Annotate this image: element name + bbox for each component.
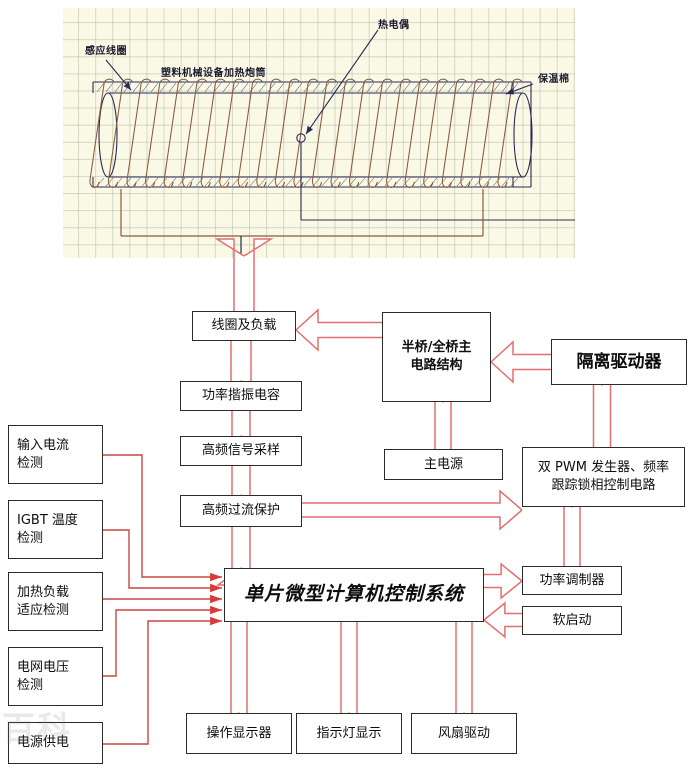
block-label: 输入电流 检测 xyxy=(17,437,70,471)
line-igbt-temp-to-mcu xyxy=(103,529,222,593)
label-insulation-cotton: 保温棉 xyxy=(538,74,570,85)
block-label: 双 PWM 发生器、频率 跟踪锁相控制电路 xyxy=(537,460,670,493)
induction-coil-illustration: 感应线圈 塑料机械设备加热炮筒 热电偶 保温棉 xyxy=(63,8,575,258)
block-indicator-lamp[interactable]: 指示灯显示 xyxy=(296,713,402,754)
block-label: 高频过流保护 xyxy=(201,503,280,519)
block-label: 电源供电 xyxy=(17,735,70,751)
arrow-protect-to-pwm xyxy=(302,489,523,531)
block-soft-start[interactable]: 软启动 xyxy=(522,606,622,635)
block-heating-load[interactable]: 加热负载 适应检测 xyxy=(8,572,103,631)
line-grid-voltage-to-mcu xyxy=(103,605,222,677)
block-mcu-control[interactable]: 单片微型计算机控制系统 xyxy=(224,568,484,622)
block-power-modulator[interactable]: 功率调制器 xyxy=(522,566,622,595)
block-bridge-main[interactable]: 半桥/全桥主 电路结构 xyxy=(382,312,491,402)
block-label: 软启动 xyxy=(552,612,592,628)
block-pwm-pll[interactable]: 双 PWM 发生器、频率 跟踪锁相控制电路 xyxy=(522,447,685,507)
arrow-mcu-to-modulator xyxy=(484,562,523,600)
block-label: 指示灯显示 xyxy=(316,725,382,741)
block-label: 加热负载 适应检测 xyxy=(17,584,70,618)
block-operation-display[interactable]: 操作显示器 xyxy=(186,713,292,754)
block-label: 电网电压 检测 xyxy=(17,659,70,693)
arrow-driver-to-bridge xyxy=(490,340,551,384)
block-label: 线圈及负载 xyxy=(211,318,277,334)
coil-drawing xyxy=(89,29,575,258)
arrow-softstart-to-mcu xyxy=(483,601,522,639)
watermark: 百科 xyxy=(2,709,72,748)
block-label: IGBT 温度 检测 xyxy=(17,512,78,546)
block-label: 主电源 xyxy=(423,456,463,472)
block-main-power[interactable]: 主电源 xyxy=(384,449,503,480)
block-label: 功率揩振电容 xyxy=(201,388,280,404)
block-input-current[interactable]: 输入电流 检测 xyxy=(8,425,103,484)
block-label: 高频信号采样 xyxy=(201,443,280,459)
block-coil-load[interactable]: 线圈及负载 xyxy=(192,311,296,341)
block-power-supply[interactable]: 电源供电 xyxy=(8,722,103,764)
block-label: 功率调制器 xyxy=(539,572,605,588)
label-heating-barrel: 塑料机械设备加热炮筒 xyxy=(161,68,266,79)
block-power-resonant-cap[interactable]: 功率揩振电容 xyxy=(180,381,302,411)
block-hf-overcurrent[interactable]: 高频过流保护 xyxy=(180,495,302,527)
block-label: 风扇驱动 xyxy=(437,725,490,741)
block-hf-signal-sample[interactable]: 高频信号采样 xyxy=(180,436,302,466)
block-fan-drive[interactable]: 风扇驱动 xyxy=(411,713,517,754)
block-label: 隔离驱动器 xyxy=(576,351,662,372)
label-thermocouple: 热电偶 xyxy=(378,20,410,31)
block-igbt-temp[interactable]: IGBT 温度 检测 xyxy=(8,500,103,559)
block-label: 半桥/全桥主 电路结构 xyxy=(401,340,472,373)
label-induction-coil: 感应线圈 xyxy=(85,46,127,57)
block-isolated-driver[interactable]: 隔离驱动器 xyxy=(551,339,687,385)
block-label: 单片微型计算机控制系统 xyxy=(243,583,464,606)
arrow-bridge-to-coilload xyxy=(295,308,382,352)
block-label: 操作显示器 xyxy=(206,725,272,741)
block-grid-voltage[interactable]: 电网电压 检测 xyxy=(8,647,103,706)
